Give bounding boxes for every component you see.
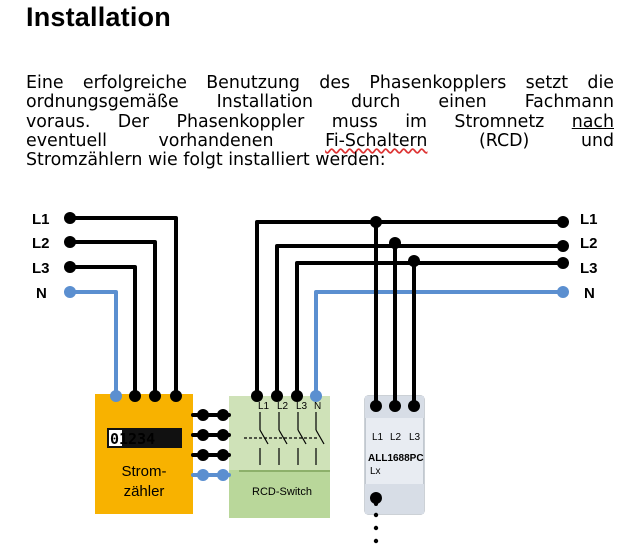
spellcheck-word: Fi-Schaltern xyxy=(325,130,428,151)
coupler-terminal-label: L1 xyxy=(372,432,384,443)
electricity-meter xyxy=(95,394,193,514)
right-label-l3: L3 xyxy=(580,260,598,277)
paragraph-line: Eine erfolgreiche Benutzung des Phasenko… xyxy=(26,73,614,93)
meter-digits: 01234 xyxy=(110,430,155,448)
rcd-terminal-label: N xyxy=(314,401,321,412)
paragraph-line: eventuell vorhandenen Fi-Schaltern (RCD)… xyxy=(26,130,615,151)
wire-l2-out xyxy=(275,244,565,398)
paragraph-word: und xyxy=(580,130,615,151)
right-label-l2: L2 xyxy=(580,235,598,252)
left-label-n: N xyxy=(36,285,47,302)
rcd-terminal-label: L3 xyxy=(296,401,308,412)
wire-l3-in xyxy=(68,265,137,398)
wire-l2-in xyxy=(68,240,157,398)
coupler-terminal-label: L3 xyxy=(409,432,421,443)
coupler-terminal-label: L2 xyxy=(390,432,402,443)
meter-display xyxy=(107,428,182,448)
coupler-model: ALL1688PC xyxy=(368,453,424,464)
paragraph-word: (RCD) xyxy=(479,130,530,151)
terminal-dots xyxy=(64,212,569,544)
wire-n-in xyxy=(68,290,118,398)
paragraph-word: eventuell xyxy=(26,130,107,151)
paragraph-line: ordnungsgemäße Installation durch einen … xyxy=(26,92,614,113)
right-label-l1: L1 xyxy=(580,211,598,228)
left-label-l1: L1 xyxy=(32,211,50,228)
rcd-switch-symbols xyxy=(244,412,325,465)
meter-label-line1: Strom- xyxy=(122,463,167,480)
underlined-word: nach xyxy=(571,111,614,132)
rcd-divider xyxy=(239,470,330,472)
rcd-terminal-label: L2 xyxy=(277,401,289,412)
wire-n-out xyxy=(314,290,565,398)
page-title: Installation xyxy=(26,2,171,32)
paragraph-line: voraus. Der Phasenkoppler muss im Stromn… xyxy=(26,111,614,132)
wire-l1-out xyxy=(255,220,565,398)
right-label-n: N xyxy=(584,285,595,302)
paragraph-text: voraus. Der Phasenkoppler muss im Stromn… xyxy=(26,111,545,132)
wire-l3-out xyxy=(295,261,565,398)
coupler-sub-label: Lx xyxy=(370,466,381,477)
left-label-l3: L3 xyxy=(32,260,50,277)
intro-paragraph: Eine erfolgreiche Benutzung des Phasenko… xyxy=(26,73,615,171)
meter-label-line2: zähler xyxy=(124,483,165,500)
rcd-terminal-labels: L1 L2 L3 N xyxy=(258,401,321,412)
wire-l1-in xyxy=(68,216,178,398)
rcd-terminal-label: L1 xyxy=(258,401,270,412)
left-label-l2: L2 xyxy=(32,235,50,252)
rcd-label: RCD-Switch xyxy=(252,486,312,498)
meter-digit-cells xyxy=(109,430,122,446)
paragraph-line: Stromzählern wie folgt installiert werde… xyxy=(26,150,386,171)
paragraph-word: vorhandenen xyxy=(158,130,274,151)
